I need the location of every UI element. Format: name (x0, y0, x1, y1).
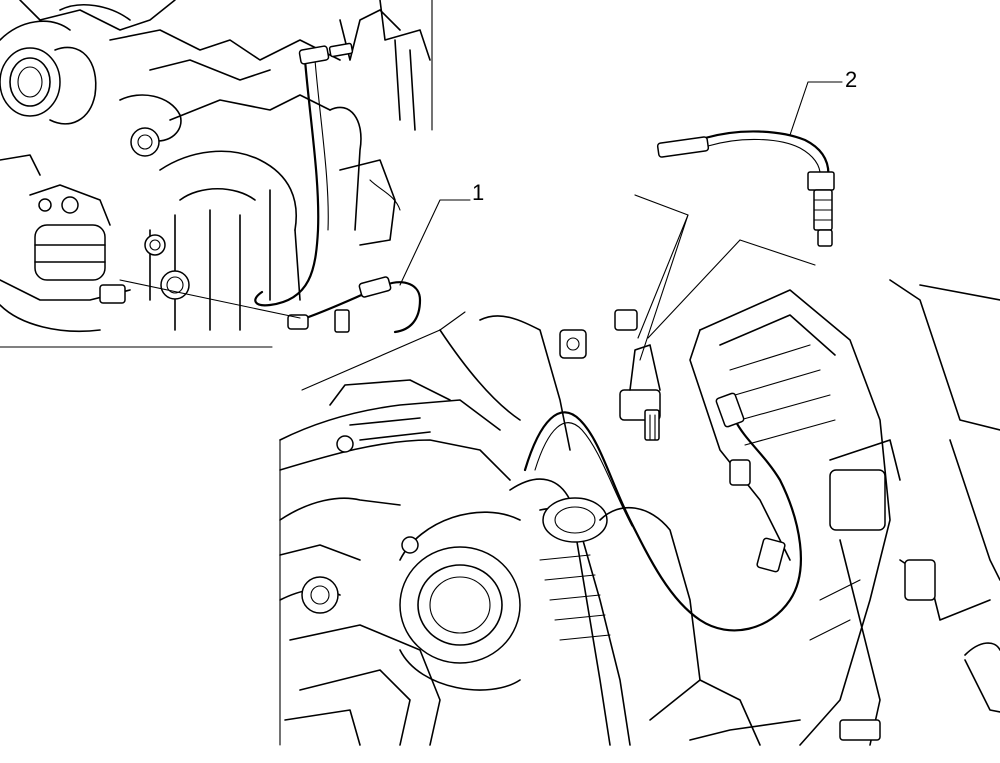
inset-view (0, 0, 433, 348)
inset-frame (0, 0, 433, 348)
inset-actuator (0, 154, 131, 333)
callout-2-leader (789, 81, 843, 136)
main-view (279, 194, 1000, 746)
inset-pointer (119, 279, 301, 319)
main-turbo (279, 379, 521, 746)
callout-2-label: 2 (845, 67, 857, 92)
main-sensor-harness (523, 309, 802, 632)
inset-turbo-inlet (0, 4, 131, 125)
inset-sensor-harness (254, 42, 422, 334)
main-intake-hose (439, 315, 701, 746)
callout-1-label: 1 (472, 180, 484, 205)
callout-2: 2 (789, 67, 857, 136)
exhaust-temperature-sensor (656, 130, 835, 247)
callout-1-leader (399, 199, 471, 286)
main-air-box (649, 279, 1000, 746)
main-pointer-1 (639, 214, 689, 361)
callout-1: 1 (399, 180, 484, 286)
